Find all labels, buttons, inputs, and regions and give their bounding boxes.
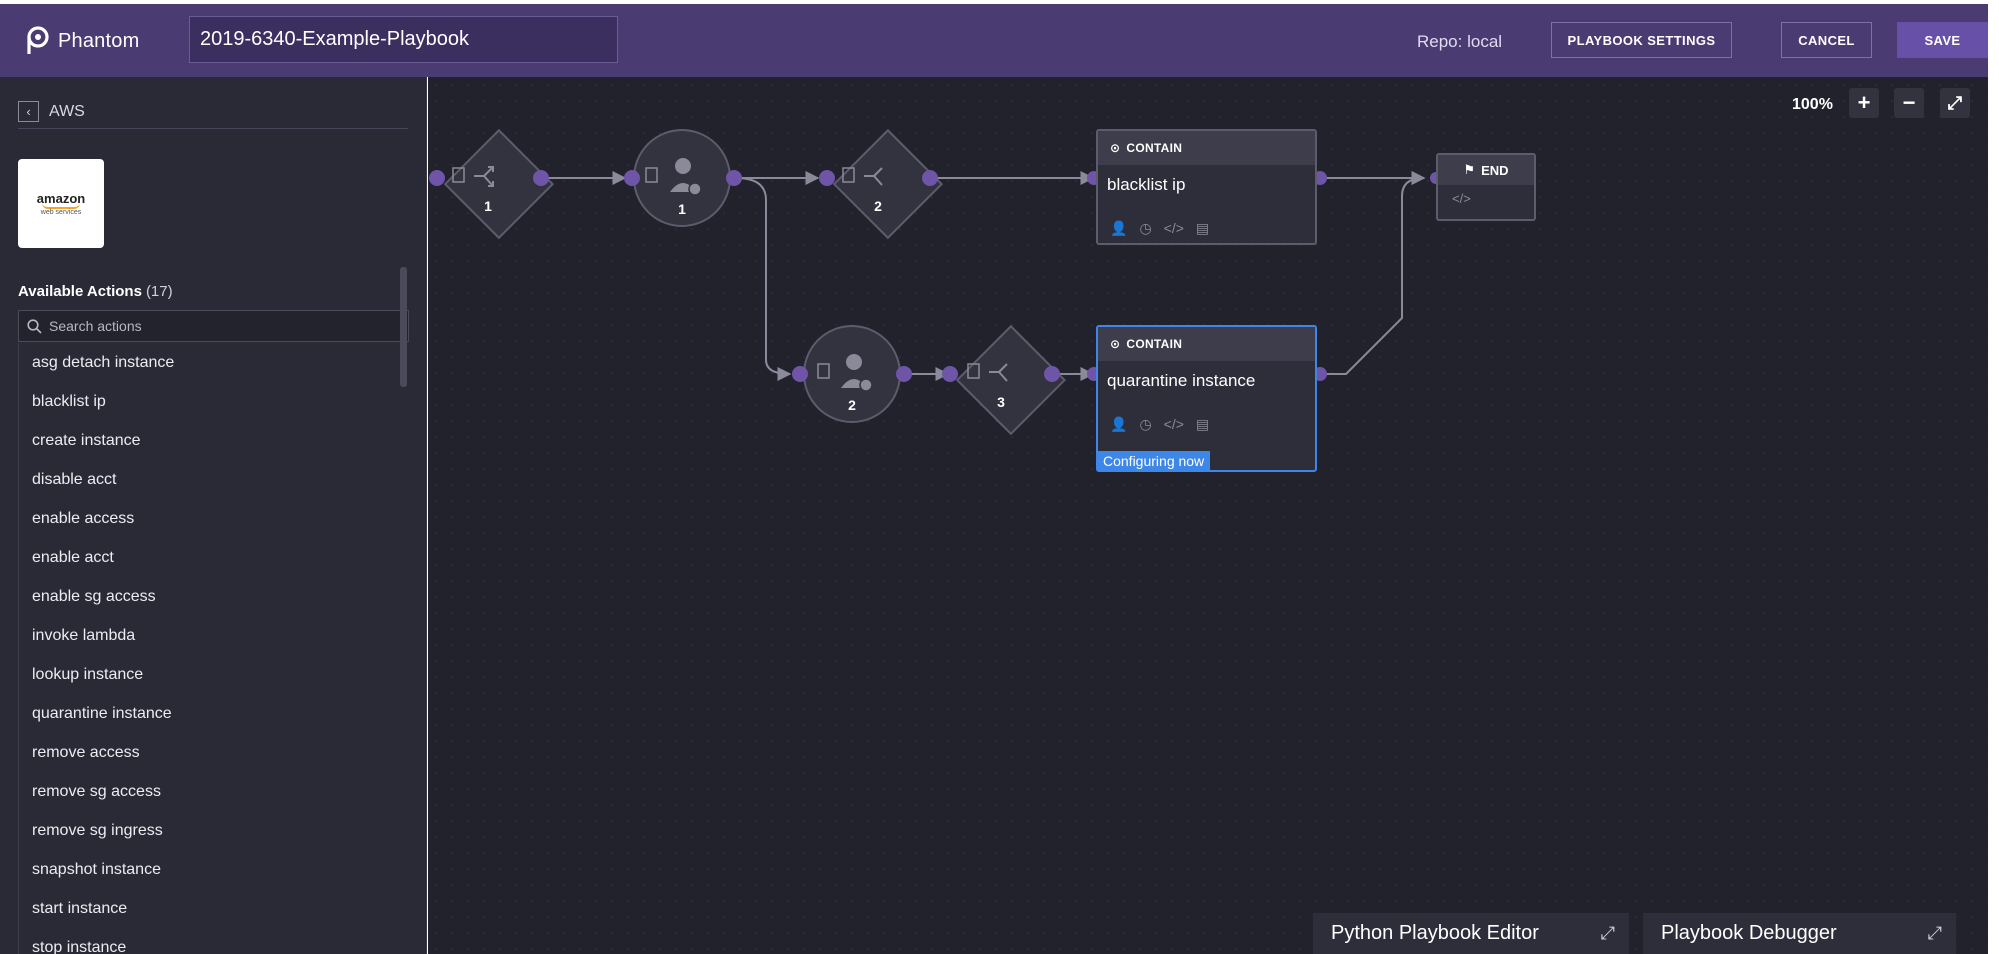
zoom-level: 100%	[1792, 96, 1833, 113]
expand-icon: ⤢	[1947, 92, 1963, 113]
list-item[interactable]: snapshot instance	[32, 860, 161, 878]
playbook-settings-button[interactable]: PLAYBOOK SETTINGS	[1551, 22, 1732, 58]
card-title: quarantine instance	[1107, 371, 1256, 390]
search-box[interactable]	[18, 310, 409, 342]
card-header: ⊙ CONTAIN	[1098, 131, 1315, 165]
chevron-left-icon: ‹	[18, 101, 39, 122]
aws-logo-sub: web services	[40, 208, 82, 216]
panel-title: Python Playbook Editor	[1331, 922, 1539, 944]
cancel-button[interactable]: CANCEL	[1781, 22, 1872, 58]
card-type: CONTAIN	[1126, 337, 1183, 351]
list-item[interactable]: invoke lambda	[32, 626, 136, 644]
radio-icon: ⊙	[1110, 141, 1121, 155]
aws-logo-text: amazon	[36, 190, 86, 206]
python-editor-panel[interactable]: Python Playbook Editor ⤢	[1313, 913, 1629, 954]
action-card-quarantine-instance[interactable]: ⊙ CONTAIN quarantine instance 👤 ◷ </> ▤ …	[1096, 325, 1317, 472]
aws-smile-icon	[42, 203, 80, 209]
plus-icon: +	[1857, 90, 1871, 115]
list-item[interactable]: lookup instance	[32, 665, 144, 683]
radio-icon: ⊙	[1110, 337, 1121, 351]
list-item[interactable]: blacklist ip	[32, 392, 106, 410]
minus-icon: −	[1902, 90, 1916, 115]
zoom-out-button[interactable]: −	[1894, 88, 1924, 118]
end-label: END	[1481, 162, 1509, 178]
card-title: blacklist ip	[1107, 175, 1186, 194]
app-name: AWS	[49, 102, 85, 120]
flag-icon: ⚑	[1463, 162, 1476, 177]
fit-view-button[interactable]: ⤢	[1940, 88, 1970, 118]
phantom-logo-icon	[27, 26, 49, 54]
list-item[interactable]: start instance	[32, 899, 128, 917]
zoom-in-button[interactable]: +	[1849, 88, 1879, 118]
code-icon[interactable]: </>	[1452, 191, 1471, 206]
playbook-name-input[interactable]	[189, 16, 618, 63]
list-item[interactable]: remove access	[32, 743, 140, 761]
user-icon[interactable]: 👤	[1110, 219, 1128, 236]
card-icons: 👤 ◷ </> ▤	[1098, 213, 1315, 243]
available-actions-heading: Available Actions(17)	[18, 283, 173, 300]
card-type: CONTAIN	[1126, 141, 1183, 155]
window-edge	[1988, 0, 1999, 954]
card-icons: 👤 ◷ </> ▤	[1098, 409, 1315, 439]
debugger-panel[interactable]: Playbook Debugger ⤢	[1643, 913, 1956, 954]
repo-label: Repo: local	[1417, 32, 1503, 51]
actions-scrollbar[interactable]	[400, 267, 407, 387]
list-item[interactable]: enable acct	[32, 548, 114, 566]
action-card-blacklist-ip[interactable]: ⊙ CONTAIN blacklist ip 👤 ◷ </> ▤	[1096, 129, 1317, 245]
list-item[interactable]: enable access	[32, 509, 135, 527]
list-item[interactable]: disable acct	[32, 470, 117, 488]
document-icon[interactable]: ▤	[1195, 415, 1210, 432]
list-item[interactable]: remove sg access	[32, 782, 161, 800]
end-header: ⚑ END	[1438, 155, 1534, 185]
actions-list: asg detach instance blacklist ip create …	[18, 343, 409, 954]
actions-sidebar: ‹ AWS amazon web services Available Acti…	[0, 77, 427, 954]
back-to-apps[interactable]: ‹ AWS	[18, 101, 85, 122]
list-item[interactable]: enable sg access	[32, 587, 156, 605]
save-button[interactable]: SAVE	[1897, 22, 1988, 58]
end-node[interactable]: ⚑ END </>	[1436, 153, 1536, 221]
expand-icon[interactable]: ⤢	[1600, 923, 1615, 943]
list-item[interactable]: create instance	[32, 431, 141, 449]
code-icon[interactable]: </>	[1163, 220, 1184, 236]
top-header: Phantom Repo: local PLAYBOOK SETTINGS CA…	[0, 4, 1988, 77]
list-item[interactable]: remove sg ingress	[32, 821, 163, 839]
document-icon[interactable]: ▤	[1195, 219, 1210, 236]
actions-count: (17)	[145, 283, 173, 300]
clock-icon[interactable]: ◷	[1139, 219, 1152, 236]
list-item[interactable]: stop instance	[32, 938, 127, 954]
aws-app-logo: amazon web services	[18, 159, 104, 248]
code-icon[interactable]: </>	[1163, 416, 1184, 432]
actions-title-text: Available Actions	[18, 283, 142, 300]
user-icon[interactable]: 👤	[1110, 415, 1128, 432]
clock-icon[interactable]: ◷	[1139, 415, 1152, 432]
search-icon	[27, 318, 42, 334]
status-badge: Configuring now	[1097, 451, 1211, 471]
list-item[interactable]: asg detach instance	[32, 353, 175, 371]
divider	[18, 128, 408, 129]
search-input[interactable]	[49, 318, 408, 334]
list-item[interactable]: quarantine instance	[32, 704, 172, 722]
expand-icon[interactable]: ⤢	[1927, 923, 1942, 943]
panel-title: Playbook Debugger	[1661, 922, 1837, 944]
card-header: ⊙ CONTAIN	[1098, 327, 1315, 361]
phantom-logo[interactable]: Phantom	[22, 26, 139, 56]
brand-name: Phantom	[58, 29, 140, 52]
